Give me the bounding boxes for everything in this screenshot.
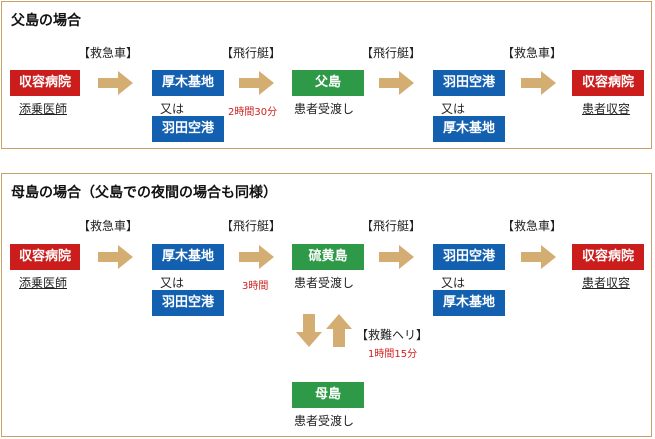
or-label: 又は bbox=[441, 276, 466, 290]
handover-caption: 患者受渡し bbox=[294, 276, 355, 290]
transport-label-ambulance: 【救急車】 bbox=[78, 219, 139, 233]
destination-hospital-box: 収容病院 bbox=[572, 70, 644, 96]
origin-caption: 添乗医師 bbox=[19, 276, 68, 290]
right-arrow-icon bbox=[379, 71, 414, 95]
transport-label-ambulance: 【救急車】 bbox=[502, 219, 563, 233]
right-arrow-icon bbox=[98, 71, 133, 95]
destination-caption: 患者収容 bbox=[582, 276, 631, 290]
flight-time-note: 3時間 bbox=[242, 281, 269, 292]
transport-label-flying-boat: 【飛行艇】 bbox=[361, 46, 422, 60]
right-arrow-icon bbox=[239, 71, 274, 95]
destination-caption: 患者収容 bbox=[582, 102, 631, 116]
panel-title: 母島の場合（父島での夜間の場合も同様） bbox=[11, 185, 277, 201]
panel-title: 父島の場合 bbox=[11, 13, 81, 29]
hahajima-box: 母島 bbox=[292, 382, 364, 408]
atsugi-base-box: 厚木基地 bbox=[152, 244, 224, 270]
or-label: 又は bbox=[160, 102, 185, 116]
or-label: 又は bbox=[441, 102, 466, 116]
destination-hospital-box: 収容病院 bbox=[572, 244, 644, 270]
haneda-airport-box: 羽田空港 bbox=[433, 244, 505, 270]
haneda-airport-box: 羽田空港 bbox=[152, 116, 224, 142]
transport-label-ambulance: 【救急車】 bbox=[502, 46, 563, 60]
right-arrow-icon bbox=[379, 245, 414, 269]
right-arrow-icon bbox=[521, 245, 556, 269]
origin-hospital-box: 収容病院 bbox=[10, 70, 80, 96]
transport-label-ambulance: 【救急車】 bbox=[78, 46, 139, 60]
transport-label-flying-boat: 【飛行艇】 bbox=[221, 46, 282, 60]
atsugi-base-box: 厚木基地 bbox=[152, 70, 224, 96]
transport-label-flying-boat: 【飛行艇】 bbox=[361, 219, 422, 233]
right-arrow-icon bbox=[239, 245, 274, 269]
down-arrow-icon bbox=[296, 314, 322, 347]
helicopter-time-note: 1時間15分 bbox=[368, 349, 418, 360]
right-arrow-icon bbox=[98, 245, 133, 269]
transport-label-flying-boat: 【飛行艇】 bbox=[221, 219, 282, 233]
origin-hospital-box: 収容病院 bbox=[10, 244, 80, 270]
hahajima-panel: 母島の場合（父島での夜間の場合も同様） 【救急車】 【飛行艇】 【飛行艇】 【救… bbox=[1, 173, 652, 437]
or-label: 又は bbox=[160, 276, 185, 290]
transport-label-rescue-helicopter: 【救難ヘリ】 bbox=[356, 328, 429, 342]
atsugi-base-box: 厚木基地 bbox=[433, 290, 505, 316]
haneda-airport-box: 羽田空港 bbox=[433, 70, 505, 96]
right-arrow-icon bbox=[521, 71, 556, 95]
origin-caption: 添乗医師 bbox=[19, 102, 68, 116]
chichijima-box: 父島 bbox=[292, 70, 364, 96]
up-arrow-icon bbox=[326, 314, 352, 347]
iwo-jima-box: 硫黄島 bbox=[292, 244, 364, 270]
handover-caption: 患者受渡し bbox=[294, 102, 355, 116]
handover-caption: 患者受渡し bbox=[294, 414, 355, 428]
atsugi-base-box: 厚木基地 bbox=[433, 116, 505, 142]
flight-time-note: 2時間30分 bbox=[228, 107, 278, 118]
haneda-airport-box: 羽田空港 bbox=[152, 290, 224, 316]
chichijima-panel: 父島の場合 【救急車】 【飛行艇】 【飛行艇】 【救急車】 収容病院 添乗医師 … bbox=[1, 1, 652, 149]
